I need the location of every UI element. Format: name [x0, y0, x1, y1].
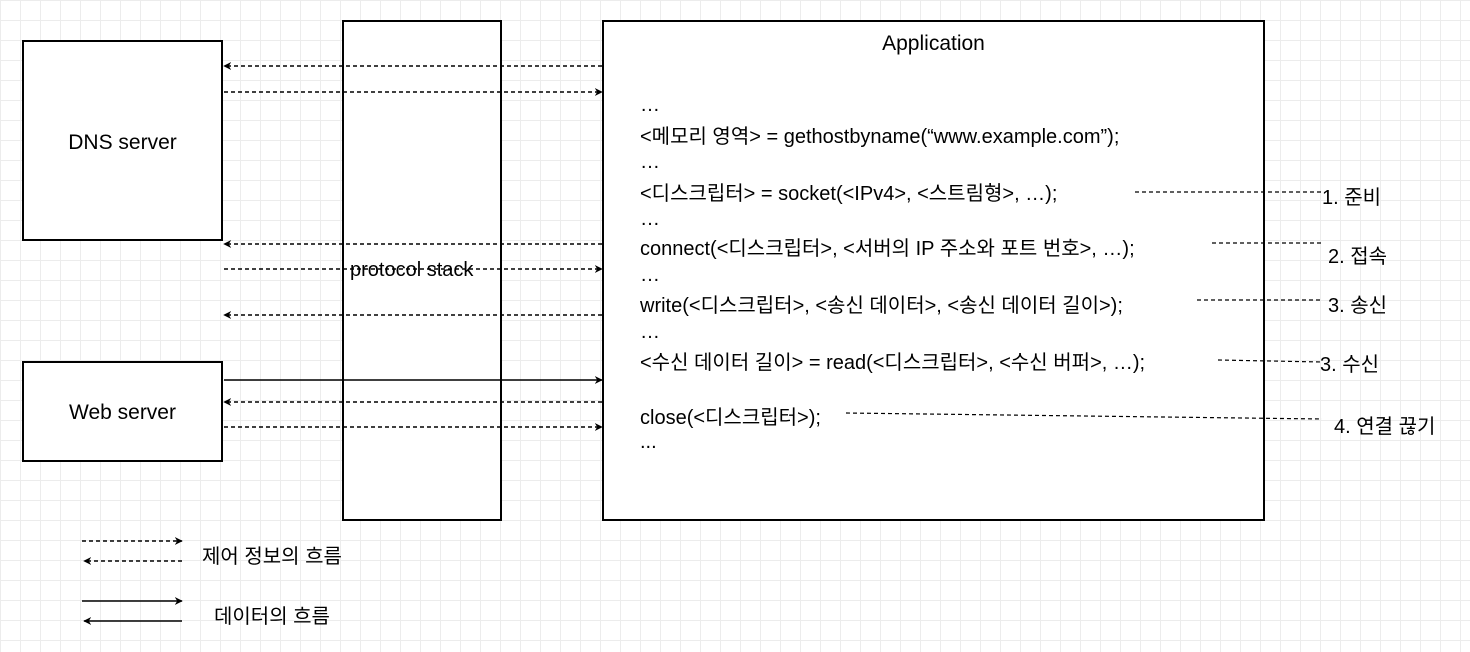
- code-line: <수신 데이터 길이> = read(<디스크립터>, <수신 버퍼>, …);: [640, 352, 1146, 374]
- code-line: write(<디스크립터>, <송신 데이터>, <송신 데이터 길이>);: [640, 295, 1123, 317]
- protocol-stack-box: [342, 20, 502, 521]
- code-line: <메모리 영역> = gethostbyname(“www.example.co…: [640, 126, 1120, 148]
- step-label-connect: 2. 접속: [1328, 246, 1388, 268]
- code-line: …: [640, 264, 660, 286]
- application-title: Application: [882, 32, 985, 55]
- code-line: …: [640, 94, 660, 116]
- legend-control-flow-label: 제어 정보의 흐름: [202, 546, 342, 568]
- step-label-prepare: 1. 준비: [1322, 187, 1382, 209]
- web-server-box: Web server: [22, 361, 223, 462]
- dns-server-box: DNS server: [22, 40, 223, 241]
- code-line: ...: [640, 431, 657, 453]
- code-line: close(<디스크립터>);: [640, 407, 821, 429]
- code-line: <디스크립터> = socket(<IPv4>, <스트림형>, …);: [640, 183, 1058, 205]
- step-label-receive: 3. 수신: [1320, 354, 1380, 376]
- step-label-send: 3. 송신: [1328, 295, 1388, 317]
- protocol-stack-label: protocol stack: [350, 259, 474, 281]
- code-line: …: [640, 151, 660, 173]
- step-label-disconnect: 4. 연결 끊기: [1334, 416, 1436, 438]
- code-line: …: [640, 208, 660, 230]
- step-5-leader: [845, 412, 1323, 420]
- dns-server-label: DNS server: [68, 131, 177, 154]
- web-server-label: Web server: [69, 401, 176, 424]
- application-box: Application: [602, 20, 1265, 521]
- code-line: connect(<디스크립터>, <서버의 IP 주소와 포트 번호>, …);: [640, 238, 1135, 260]
- code-line: …: [640, 321, 660, 343]
- legend-data-flow-label: 데이터의 흐름: [214, 606, 330, 628]
- step-4-leader: [1217, 359, 1323, 363]
